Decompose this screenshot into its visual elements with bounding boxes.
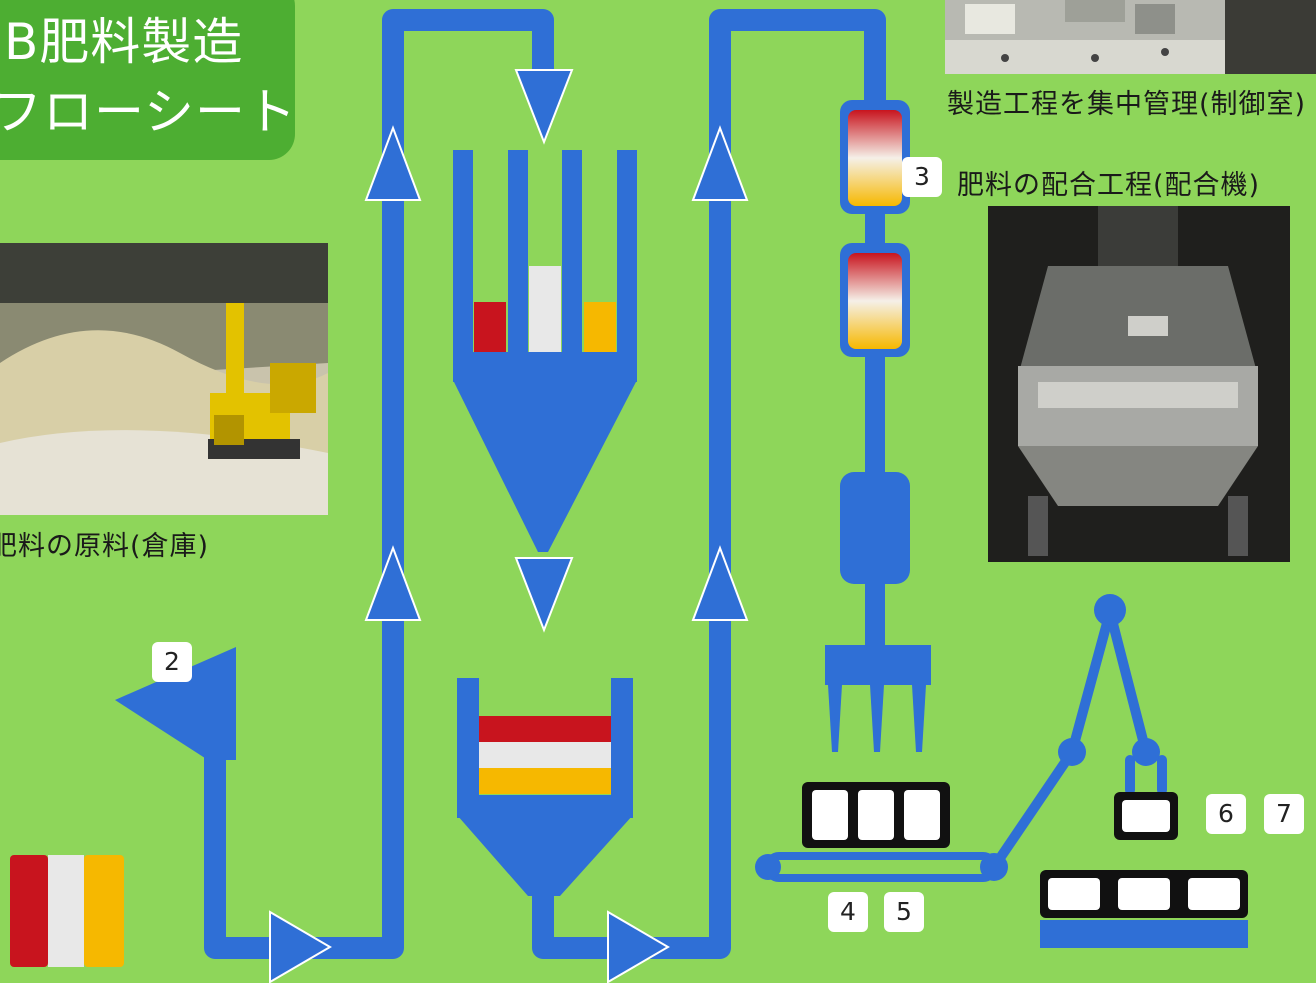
input-funnel-icon <box>115 647 236 760</box>
pipe-left-loop <box>204 9 554 959</box>
mixer-icon <box>457 678 633 896</box>
caption-control-room: 製造工程を集中管理(制御室) <box>947 89 1307 120</box>
up-arrow-icon <box>691 545 749 621</box>
up-arrow-icon <box>691 125 749 201</box>
caption-mixing: 肥料の配合工程(配合機) <box>957 170 1261 201</box>
right-arrow-icon <box>607 910 670 983</box>
hopper-icon <box>453 150 637 552</box>
mixer-machine-photo <box>988 206 1290 562</box>
right-arrow-icon <box>269 910 332 983</box>
robot-arm-icon <box>980 594 1167 881</box>
control-room-photo <box>945 0 1316 74</box>
step-number-6: 6 <box>1206 794 1246 834</box>
step-number-5: 5 <box>884 892 924 932</box>
title-line-1: B肥料製造 <box>4 13 244 71</box>
step-number-2: 2 <box>152 642 192 682</box>
pipe-right-loop <box>532 9 886 959</box>
up-arrow-icon <box>364 125 422 201</box>
down-arrow-icon <box>514 69 574 145</box>
step-number-3: 3 <box>902 157 942 197</box>
step-number-7: 7 <box>1264 794 1304 834</box>
step-number-4: 4 <box>828 892 868 932</box>
title-line-2: フローシート <box>0 83 297 141</box>
blending-column <box>825 100 931 752</box>
down-arrow-icon <box>514 557 574 633</box>
raw-material-stripe <box>10 855 124 967</box>
title-box: B肥料製造 フローシート <box>0 0 297 160</box>
warehouse-photo <box>0 243 328 515</box>
caption-raw-material: 肥料の原料(倉庫) <box>0 531 210 562</box>
conveyor-belt <box>755 852 998 882</box>
bag-row-top <box>802 782 950 848</box>
bag-pallet <box>1040 870 1248 948</box>
bag-held <box>1114 792 1178 840</box>
up-arrow-icon <box>364 545 422 621</box>
